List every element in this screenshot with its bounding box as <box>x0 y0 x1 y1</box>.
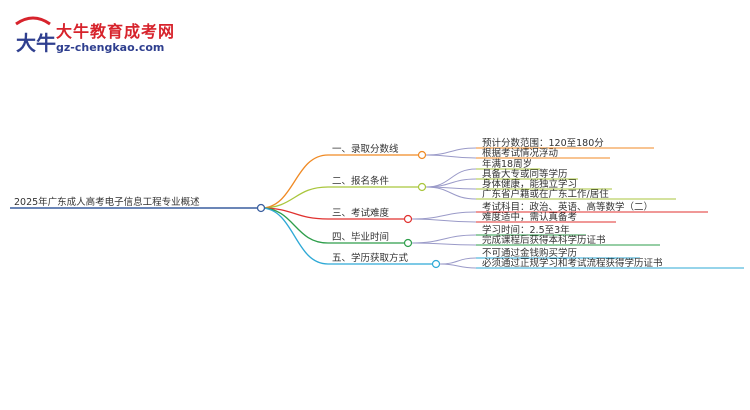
branch-5-item-1-connector <box>439 257 477 265</box>
branch-2-item-4-connector <box>425 186 477 200</box>
branch-4-item-2-label: 完成课程后获得本科学历证书 <box>482 234 606 246</box>
branch-1-item-1-connector <box>425 147 477 156</box>
brand-logo-mark: 大牛 <box>15 16 56 55</box>
root-topic-label: 2025年广东成人高考电子信息工程专业概述 <box>14 196 200 208</box>
branch-5-connector <box>260 207 329 265</box>
branch-4-item-1-label: 学习时间：2.5至3年 <box>482 224 570 236</box>
brand-logo[interactable]: 大牛 大牛教育成考网 gz-chengkao.com <box>8 14 208 58</box>
branch-2-item-4-label: 广东省户籍或在广东工作/居住 <box>482 188 609 200</box>
root-topic-node[interactable] <box>256 203 266 213</box>
branch-3-label[interactable]: 三、考试难度 <box>332 207 390 219</box>
branch-1-connector <box>260 154 329 209</box>
branch-4-node[interactable] <box>403 238 413 248</box>
branch-2-item-3-label: 身体健康，能独立学习 <box>482 178 577 190</box>
branch-5-item-2-label: 必须通过正规学习和考试流程获得学历证书 <box>482 257 663 269</box>
branch-1-item-1-label: 预计分数范围：120至180分 <box>482 137 604 149</box>
branch-2-connector <box>260 186 329 209</box>
branch-3-node[interactable] <box>403 214 413 224</box>
branch-2-item-2-label: 具备大专或同等学历 <box>482 168 568 180</box>
branch-3-item-1-label: 考试科目：政治、英语、高等数学（二） <box>482 201 653 213</box>
branch-1-item-2-connector <box>425 154 477 159</box>
brand-logo-text: 大牛 <box>16 31 56 55</box>
branch-2-item-1-connector <box>425 168 477 188</box>
branch-3-item-1-connector <box>411 211 477 220</box>
branch-3-item-2-connector <box>411 218 477 223</box>
branch-4-item-2-connector <box>411 242 477 246</box>
branch-1-item-2-label: 根据考试情况浮动 <box>482 147 558 159</box>
branch-2-label[interactable]: 二、报名条件 <box>332 175 390 187</box>
mind-map-nodes: 2025年广东成人高考电子信息工程专业概述 一、录取分数线 预计分数范围：120至1… <box>14 137 663 269</box>
branch-4-item-1-connector <box>411 234 477 244</box>
brand-url: gz-chengkao.com <box>56 41 165 54</box>
branch-2-item-1-label: 年满18周岁 <box>482 158 532 170</box>
branch-5-item-2-connector <box>439 263 477 269</box>
branch-5-item-1-label: 不可通过金钱购买学历 <box>482 247 577 259</box>
branch-5-label[interactable]: 五、学历获取方式 <box>332 252 409 264</box>
mind-map-edges <box>10 147 744 269</box>
branch-4-label[interactable]: 四、毕业时间 <box>332 231 389 243</box>
branch-2-node[interactable] <box>417 182 427 192</box>
branch-2-item-2-connector <box>425 178 477 188</box>
branch-1-label[interactable]: 一、录取分数线 <box>332 143 399 155</box>
branch-5-node[interactable] <box>431 259 441 269</box>
branch-3-item-2-label: 难度适中，需认真备考 <box>482 211 577 223</box>
brand-name: 大牛教育成考网 <box>56 22 176 41</box>
branch-1-node[interactable] <box>417 150 427 160</box>
